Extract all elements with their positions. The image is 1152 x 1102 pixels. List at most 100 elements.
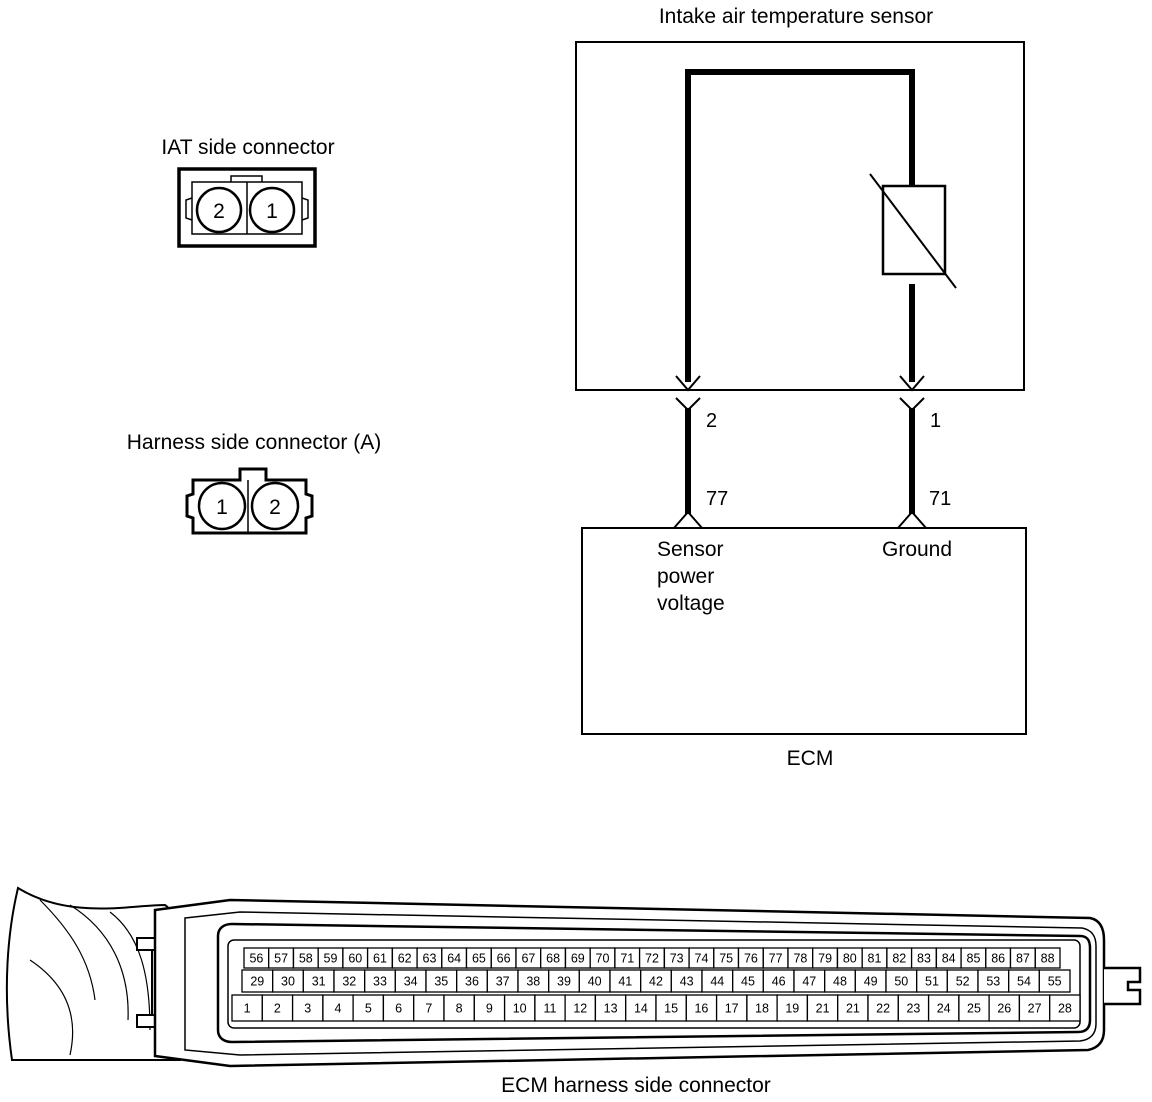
ecm-pin-label: 70 (596, 952, 610, 966)
ecm-signal-right: Ground (882, 538, 952, 561)
harness-connector (185, 467, 314, 535)
ecm-pin-label: 84 (942, 952, 956, 966)
ecm-pin-label: 23 (906, 1002, 920, 1016)
sensor-pin-right-label: 1 (930, 410, 941, 432)
harness-connector-title: Harness side connector (A) (127, 431, 381, 454)
ecm-pin-cell (1049, 994, 1081, 1022)
ecm-pin-label: 18 (755, 1002, 769, 1016)
ecm-pin-label: 80 (843, 952, 857, 966)
ecm-pin-label: 6 (395, 1002, 402, 1016)
sensor-pin-left-arrow (675, 375, 701, 392)
ecm-pin-label: 87 (1016, 952, 1030, 966)
harness-pin-left: 1 (216, 496, 228, 519)
ecm-pin-label: 64 (447, 952, 461, 966)
ecm-pin-label: 57 (274, 952, 288, 966)
ecm-pin-label: 59 (324, 952, 338, 966)
ecm-pin-label: 54 (1017, 975, 1031, 989)
ecm-signal-left-line-1: Sensor (657, 538, 724, 561)
ecm-pin-label: 72 (645, 952, 659, 966)
ecm-pin-label: 44 (710, 975, 724, 989)
ecm-pin-label: 55 (1048, 975, 1062, 989)
ecm-pin-cell (534, 994, 566, 1022)
ecm-pin-label: 71 (620, 952, 634, 966)
ecm-pin-cell (958, 994, 990, 1022)
ecm-terminal-right-symbol (897, 510, 927, 529)
ecm-pin-label: 66 (497, 952, 511, 966)
ecm-pin-label: 27 (1028, 1002, 1042, 1016)
ecm-pin-label: 1 (244, 1002, 251, 1016)
harness-pin-right: 2 (269, 496, 281, 519)
ecm-pin-label: 31 (312, 975, 326, 989)
sensor-box (575, 41, 1025, 391)
ecm-pin-cell (927, 994, 960, 1022)
ecm-pin-label: 8 (456, 1002, 463, 1016)
ecm-pin-label: 47 (802, 975, 816, 989)
ecm-pin-label: 85 (967, 952, 981, 966)
ecm-pin-cell (473, 994, 506, 1022)
ecm-pin-label: 34 (404, 975, 418, 989)
ecm-pin-cell (231, 994, 263, 1022)
ecm-pin-cell (625, 994, 657, 1022)
ecm-pin-label: 41 (618, 975, 632, 989)
ecm-pin-label: 50 (894, 975, 908, 989)
ecm-pin-label: 60 (348, 952, 362, 966)
ecm-pin-label: 69 (571, 952, 585, 966)
ecm-pin-label: 58 (299, 952, 313, 966)
ecm-pin-label: 28 (1058, 1002, 1072, 1016)
ecm-box (581, 527, 1027, 735)
ecm-pin-label: 73 (670, 952, 684, 966)
ecm-pin-label: 48 (833, 975, 847, 989)
ecm-pin-label: 77 (769, 952, 783, 966)
ecm-pin-label: 45 (741, 975, 755, 989)
ecm-pin-cell (1034, 947, 1061, 969)
ecm-pin-label: 52 (956, 975, 970, 989)
ecm-pin-cell (352, 994, 385, 1022)
ecm-pin-cell (594, 994, 627, 1022)
ecm-pin-label: 82 (892, 952, 906, 966)
ecm-label: ECM (787, 747, 834, 770)
thermistor-symbol (869, 173, 957, 289)
ecm-pin-label: 88 (1041, 952, 1055, 966)
ecm-connector-title: ECM harness side connector (501, 1074, 771, 1097)
ecm-pin-label: 42 (649, 975, 663, 989)
ecm-pin-label: 26 (997, 1002, 1011, 1016)
ecm-pin-label: 63 (423, 952, 437, 966)
ecm-pin-label: 30 (281, 975, 295, 989)
ecm-pin-cell (503, 994, 536, 1022)
ecm-pin-cell (988, 994, 1021, 1022)
ecm-pin-label: 3 (304, 1002, 311, 1016)
sensor-pin-right-arrow (899, 375, 925, 392)
ecm-terminal-left-label: 77 (706, 488, 728, 510)
ecm-pin-label: 14 (634, 1002, 648, 1016)
ecm-pin-cell (1038, 969, 1071, 993)
ecm-pin-label: 15 (664, 1002, 678, 1016)
ecm-pin-cell (715, 994, 748, 1022)
ecm-pin-label: 65 (472, 952, 486, 966)
ecm-pin-label: 25 (967, 1002, 981, 1016)
ecm-pin-label: 7 (425, 1002, 432, 1016)
ecm-pin-cell (867, 994, 899, 1022)
ecm-pin-label: 62 (398, 952, 412, 966)
ecm-pin-cell (564, 994, 597, 1022)
ecm-pin-label: 16 (694, 1002, 708, 1016)
ecm-terminal-left-symbol (673, 510, 703, 529)
ecm-pin-label: 37 (496, 975, 510, 989)
ecm-pin-label: 10 (513, 1002, 527, 1016)
ecm-pin-label: 21 (816, 1002, 830, 1016)
ecm-pin-label: 51 (925, 975, 939, 989)
ecm-pin-label: 2 (274, 1002, 281, 1016)
ecm-pin-label: 39 (557, 975, 571, 989)
ecm-pin-label: 68 (546, 952, 560, 966)
ecm-pin-label: 81 (868, 952, 882, 966)
ecm-pin-label: 79 (818, 952, 832, 966)
ecm-pin-cell (382, 994, 415, 1022)
iat-pin-left: 2 (213, 200, 225, 223)
ecm-pin-label: 49 (864, 975, 878, 989)
ecm-pin-label: 33 (373, 975, 387, 989)
ecm-pin-cell (776, 994, 809, 1022)
iat-pin-right: 1 (266, 200, 278, 223)
ecm-pin-label: 36 (465, 975, 479, 989)
ecm-pin-label: 12 (573, 1002, 587, 1016)
ecm-pin-label: 35 (434, 975, 448, 989)
ecm-pin-label: 11 (544, 1002, 557, 1016)
